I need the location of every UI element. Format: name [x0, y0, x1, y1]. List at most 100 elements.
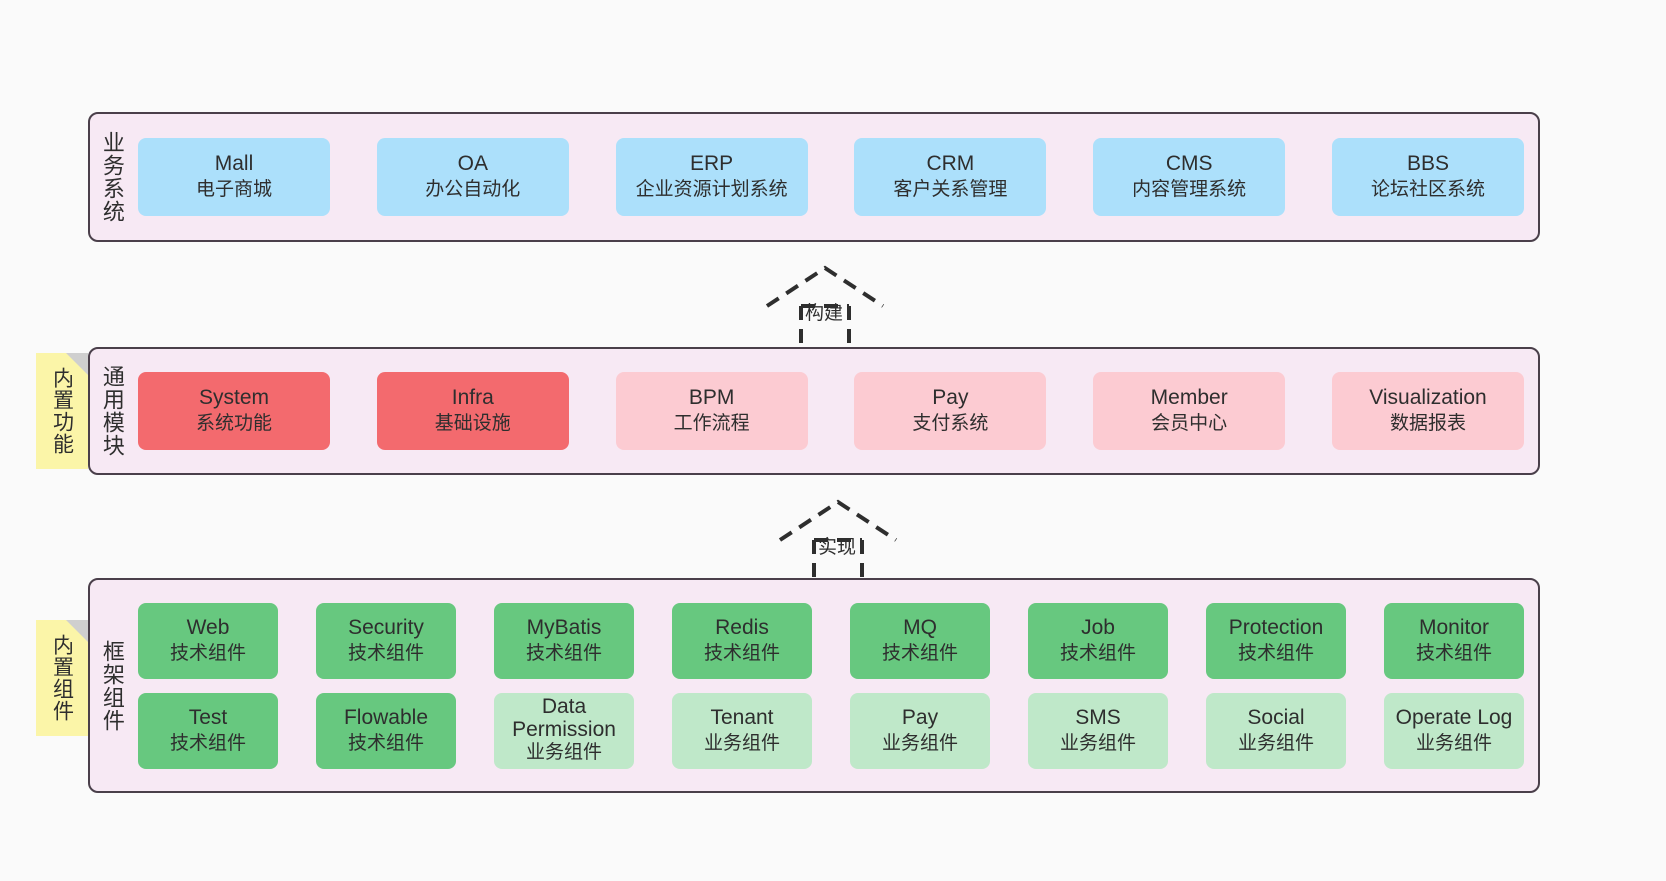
card-data-permission-en: Data Permission — [512, 695, 616, 742]
connector-build: 构建 — [755, 258, 905, 350]
card-redis-en: Redis — [715, 615, 769, 639]
card-system[interactable]: System 系统功能 — [138, 372, 330, 450]
card-security[interactable]: Security 技术组件 — [316, 602, 456, 679]
card-protection-cn: 技术组件 — [1237, 642, 1314, 664]
card-tenant-en: Tenant — [710, 705, 774, 729]
card-social[interactable]: Social 业务组件 — [1206, 692, 1346, 769]
card-visualization-cn: 数据报表 — [1389, 413, 1466, 435]
connector-build-label: 构建 — [805, 303, 844, 324]
card-sms[interactable]: SMS 业务组件 — [1028, 692, 1168, 769]
card-erp-en: ERP — [690, 152, 734, 176]
card-test-en: Test — [188, 705, 228, 729]
card-pay-component-cn: 业务组件 — [881, 732, 958, 754]
card-visualization[interactable]: Visualization 数据报表 — [1331, 372, 1524, 450]
card-job-cn: 技术组件 — [1059, 642, 1136, 664]
card-redis-cn: 技术组件 — [703, 642, 780, 664]
card-protection[interactable]: Protection 技术组件 — [1206, 602, 1346, 679]
card-bbs[interactable]: BBS 论坛社区系统 — [1331, 138, 1524, 216]
layer-common-module-body: System 系统功能 Infra 基础设施 BPM 工作流程 Pay 支付系统… — [134, 349, 1538, 473]
card-data-permission-cn: 业务组件 — [525, 742, 602, 764]
card-job-en: Job — [1081, 615, 1115, 639]
card-mq-cn: 技术组件 — [881, 642, 958, 664]
card-pay-module-cn: 支付系统 — [912, 413, 989, 435]
common-row: System 系统功能 Infra 基础设施 BPM 工作流程 Pay 支付系统… — [138, 372, 1524, 450]
card-infra[interactable]: Infra 基础设施 — [376, 372, 569, 450]
card-mall-en: Mall — [214, 152, 254, 176]
sticky-note-builtin-function-label: 内置功能 — [50, 367, 74, 455]
layer-business-system-label: 业务系统 — [99, 131, 125, 223]
sticky-note-builtin-component: 内置组件 — [36, 620, 88, 736]
card-social-cn: 业务组件 — [1237, 732, 1314, 754]
card-job[interactable]: Job 技术组件 — [1028, 602, 1168, 679]
connector-build-arrow — [765, 265, 885, 348]
card-operate-log[interactable]: Operate Log 业务组件 — [1384, 692, 1524, 769]
card-web-en: Web — [186, 615, 230, 639]
card-pay-component[interactable]: Pay 业务组件 — [850, 692, 990, 769]
card-cms[interactable]: CMS 内容管理系统 — [1093, 138, 1286, 216]
card-pay-component-en: Pay — [901, 705, 939, 729]
layer-business-system: 业务系统 Mall 电子商城 OA 办公自动化 ERP 企业资源计划系统 CRM… — [88, 112, 1540, 242]
sticky-note-builtin-component-label: 内置组件 — [50, 634, 74, 722]
card-pay-module[interactable]: Pay 支付系统 — [854, 372, 1047, 450]
card-erp[interactable]: ERP 企业资源计划系统 — [615, 138, 808, 216]
card-pay-module-en: Pay — [932, 386, 969, 410]
connector-implement-arrow — [778, 499, 898, 582]
card-operate-log-cn: 业务组件 — [1415, 732, 1492, 754]
framework-business-row: Test 技术组件 Flowable 技术组件 Data Permission … — [138, 692, 1524, 769]
card-bpm[interactable]: BPM 工作流程 — [615, 372, 808, 450]
card-oa-en: OA — [457, 152, 488, 176]
business-row: Mall 电子商城 OA 办公自动化 ERP 企业资源计划系统 CRM 客户关系… — [138, 138, 1524, 216]
card-infra-cn: 基础设施 — [434, 413, 511, 435]
card-oa[interactable]: OA 办公自动化 — [376, 138, 569, 216]
layer-common-module: 通用模块 System 系统功能 Infra 基础设施 BPM 工作流程 Pay… — [88, 347, 1540, 475]
card-mybatis[interactable]: MyBatis 技术组件 — [494, 602, 634, 679]
card-data-permission[interactable]: Data Permission 业务组件 — [494, 692, 634, 769]
connector-implement-label: 实现 — [818, 537, 857, 558]
card-crm-en: CRM — [926, 152, 975, 176]
layer-framework-component-body: Web 技术组件 Security 技术组件 MyBatis 技术组件 Redi… — [134, 580, 1538, 791]
card-flowable[interactable]: Flowable 技术组件 — [316, 692, 456, 769]
card-tenant[interactable]: Tenant 业务组件 — [672, 692, 812, 769]
card-security-cn: 技术组件 — [347, 642, 424, 664]
card-crm[interactable]: CRM 客户关系管理 — [854, 138, 1047, 216]
card-redis[interactable]: Redis 技术组件 — [672, 602, 812, 679]
card-bpm-cn: 工作流程 — [673, 413, 750, 435]
card-member-en: Member — [1150, 386, 1228, 410]
card-monitor[interactable]: Monitor 技术组件 — [1384, 602, 1524, 679]
card-member-cn: 会员中心 — [1151, 413, 1228, 435]
card-oa-cn: 办公自动化 — [425, 179, 521, 201]
card-web[interactable]: Web 技术组件 — [138, 602, 278, 679]
framework-tech-row: Web 技术组件 Security 技术组件 MyBatis 技术组件 Redi… — [138, 602, 1524, 679]
card-operate-log-en: Operate Log — [1395, 705, 1513, 729]
card-mq-en: MQ — [903, 615, 937, 639]
card-infra-en: Infra — [451, 386, 494, 410]
card-mybatis-en: MyBatis — [526, 615, 602, 639]
card-flowable-cn: 技术组件 — [347, 732, 424, 754]
card-bbs-en: BBS — [1406, 152, 1449, 176]
card-protection-en: Protection — [1228, 615, 1324, 639]
card-mall-cn: 电子商城 — [195, 179, 272, 201]
card-system-cn: 系统功能 — [195, 413, 272, 435]
card-web-cn: 技术组件 — [169, 642, 246, 664]
connector-implement: 实现 — [768, 492, 918, 584]
card-monitor-cn: 技术组件 — [1415, 642, 1492, 664]
card-mybatis-cn: 技术组件 — [525, 642, 602, 664]
sticky-note-builtin-function: 内置功能 — [36, 353, 88, 469]
card-monitor-en: Monitor — [1418, 615, 1490, 639]
card-member[interactable]: Member 会员中心 — [1093, 372, 1286, 450]
card-crm-cn: 客户关系管理 — [893, 179, 1008, 201]
layer-business-system-body: Mall 电子商城 OA 办公自动化 ERP 企业资源计划系统 CRM 客户关系… — [134, 114, 1538, 240]
card-bbs-cn: 论坛社区系统 — [1370, 179, 1485, 201]
card-sms-cn: 业务组件 — [1059, 732, 1136, 754]
card-system-en: System — [198, 386, 269, 410]
card-tenant-cn: 业务组件 — [703, 732, 780, 754]
card-cms-en: CMS — [1165, 152, 1213, 176]
card-cms-cn: 内容管理系统 — [1132, 179, 1247, 201]
card-test[interactable]: Test 技术组件 — [138, 692, 278, 769]
card-bpm-en: BPM — [688, 386, 735, 410]
card-security-en: Security — [348, 615, 424, 639]
card-mq[interactable]: MQ 技术组件 — [850, 602, 990, 679]
layer-common-module-label: 通用模块 — [99, 365, 125, 457]
card-mall[interactable]: Mall 电子商城 — [138, 138, 330, 216]
card-social-en: Social — [1247, 705, 1305, 729]
